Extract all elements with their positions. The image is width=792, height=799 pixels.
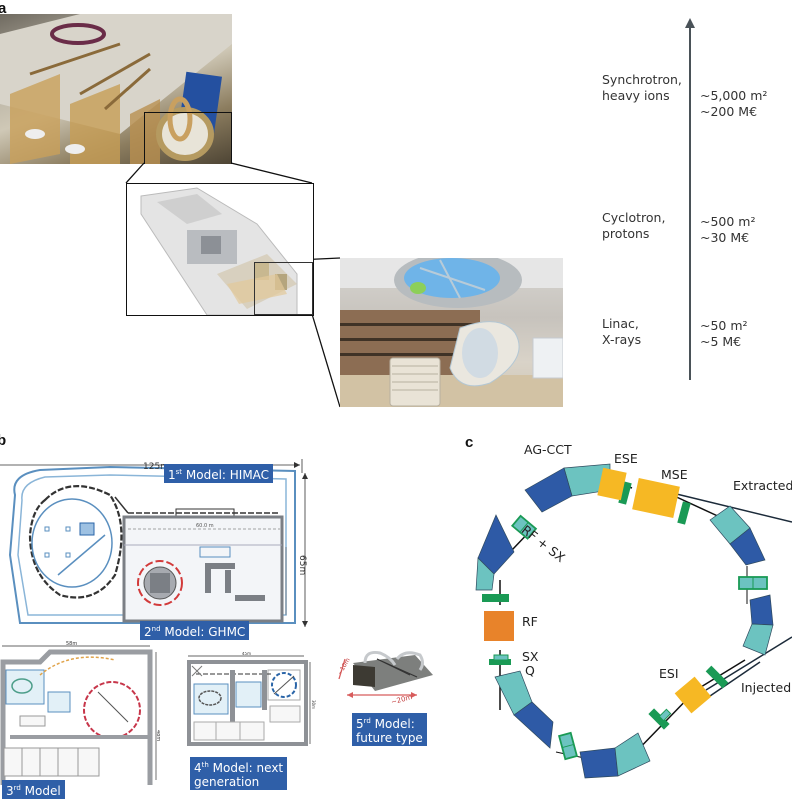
label-sx: SX [522, 649, 539, 664]
panel-c-label: c [465, 434, 474, 451]
mse-septum [632, 477, 680, 519]
dim-48m: 48m [155, 730, 160, 741]
quadrupole [705, 665, 729, 689]
zoom-box-2 [254, 262, 313, 315]
ag-cct-segment-dark [579, 747, 619, 779]
ag-cct-segment-dark [524, 467, 573, 513]
label-injected: Injected [741, 680, 792, 695]
label-mse: MSE [661, 467, 688, 482]
model-label-4th: 4th Model: next generation [190, 757, 288, 790]
connector-line [311, 313, 341, 408]
label-rf: RF [522, 614, 538, 629]
dim-30m: 30m [311, 700, 316, 709]
scale-arrow [685, 18, 695, 380]
scale-cyclotron-metrics: ~500 m² ~30 M€ [700, 214, 756, 246]
cyclotron-cost: ~30 M€ [700, 230, 750, 245]
rf-sx-element-right [738, 576, 768, 590]
himac-ghmc-floorplan: 125m 65m 60.0 m [0, 459, 308, 627]
linac-line1: Linac, [602, 316, 639, 331]
quadrupole [489, 659, 511, 665]
treatment-room-photo [340, 258, 563, 407]
synchrotron-area: ~5,000 m² [700, 88, 768, 103]
cyclotron-area: ~500 m² [700, 214, 756, 229]
connector-line [125, 162, 145, 184]
panel-a-label: a [0, 0, 7, 17]
quadrupole [618, 481, 632, 505]
label-ag-cct: AG-CCT [524, 442, 572, 457]
connector-line [230, 162, 313, 184]
linac-area: ~50 m² [700, 318, 748, 333]
label-q: Q [525, 663, 535, 678]
panel-b-label: b [0, 432, 7, 449]
model-label-5th: 5rd Model: future type [352, 713, 427, 746]
model-label-3rd: 3rd Model [2, 780, 65, 799]
dim-65m: 65m [297, 555, 307, 575]
model-label-1st: 1st Model: HIMAC [164, 464, 274, 483]
scale-linac-type: Linac, X-rays [602, 316, 641, 348]
ese-septum [597, 467, 627, 501]
quadrupole [482, 594, 509, 602]
scale-synchrotron-type: Synchrotron, heavy ions [602, 72, 682, 104]
dim-10m: ~10m [336, 657, 351, 677]
fifth-model-render: ~10m ~20m [336, 651, 433, 705]
arrowhead-up-icon [685, 18, 695, 28]
dim-45m: 45m [242, 652, 251, 656]
synchrotron-line1: Synchrotron, [602, 72, 682, 87]
linac-line2: X-rays [602, 332, 642, 347]
model-label-2nd: 2nd Model: GHMC [140, 621, 250, 640]
rf-sx-element-bottom [557, 731, 579, 761]
label-esi: ESI [659, 666, 679, 681]
synchrotron-line2: heavy ions [602, 88, 670, 103]
facility-render-image [0, 14, 232, 164]
quadrupole [648, 708, 670, 730]
building-render-image [126, 183, 314, 316]
synchrotron-ring-diagram [475, 463, 792, 779]
zoom-box-1 [144, 112, 232, 164]
cyclotron-line2: protons [602, 226, 650, 241]
label-extracted: Extracted [733, 478, 792, 493]
linac-cost: ~5 M€ [700, 334, 742, 349]
quadrupole [677, 501, 691, 525]
ag-cct-segment-dark [749, 594, 774, 626]
ag-cct-segment-light [614, 732, 651, 777]
sextupole [658, 708, 672, 722]
fourth-model-floorplan: 45m 30m [187, 652, 316, 746]
dim-20m: ~20m [390, 693, 413, 705]
ag-cct-segment-light [475, 557, 495, 591]
ag-cct-segment-dark [513, 701, 554, 749]
rf-sx-element [510, 514, 538, 540]
scale-linac-metrics: ~50 m² ~5 M€ [700, 318, 748, 350]
dim-60m: 60.0 m [196, 523, 214, 529]
synchrotron-cost: ~200 M€ [700, 104, 758, 119]
ag-cct-segment-light [742, 623, 774, 656]
sextupole [493, 654, 509, 661]
scale-synchrotron-metrics: ~5,000 m² ~200 M€ [700, 88, 767, 120]
third-model-floorplan: 58m 48m [0, 641, 160, 785]
cyclotron-line1: Cyclotron, [602, 210, 666, 225]
esi-septum [674, 676, 712, 714]
dim-125m: 125m [143, 462, 169, 472]
scale-cyclotron-type: Cyclotron, protons [602, 210, 665, 242]
rf-cavity [484, 611, 514, 641]
ag-cct-segment-dark [729, 527, 766, 566]
label-ese: ESE [614, 451, 638, 466]
dim-58m: 58m [66, 641, 77, 647]
